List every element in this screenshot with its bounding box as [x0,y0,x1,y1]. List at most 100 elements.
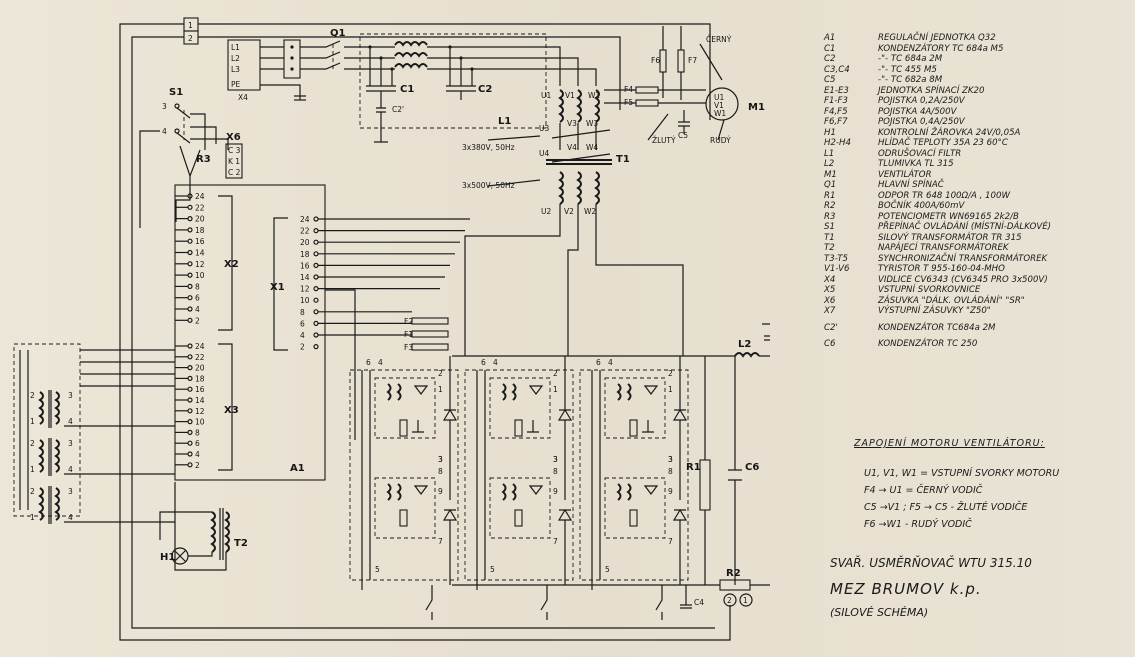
svg-text:2: 2 [727,596,732,605]
pin [187,227,193,233]
svg-text:7: 7 [438,537,443,546]
terminal-2-label: 2 [188,34,193,43]
legend-key: T1 [824,232,835,243]
pin [187,375,193,381]
svg-text:6: 6 [366,358,371,367]
legend-key: C3,C4 [824,64,850,75]
legend-key: X5 [824,285,836,295]
svg-text:F2: F2 [404,317,413,326]
pin [187,386,193,392]
legend-key: R2 [824,201,836,211]
svg-text:C 3: C 3 [228,146,241,155]
legend-value: ODRUŠOVACÍ FILTR [878,148,962,159]
legend-value: POJISTKA 0,4A/250V [878,117,965,127]
pin [187,272,193,278]
legend-value: VIDLICE CV6343 (CV6345 PRO 3x500V) [878,274,1048,285]
q1-main-switch: Q1 [300,28,360,70]
svg-text:U2: U2 [541,207,551,216]
x1-pin-label: 20 [300,238,310,247]
svg-text:V1: V1 [714,101,724,110]
svg-text:C4: C4 [694,598,704,607]
pin-label: 4 [195,305,200,314]
svg-text:4: 4 [493,358,498,367]
terminal-box-1-2: 1 2 [183,17,199,45]
x1-pin-label: 4 [300,331,305,340]
svg-text:W1: W1 [588,91,600,100]
svg-text:F6: F6 [651,56,660,65]
legend-key: E1-E3 [824,85,849,96]
svg-text:K 1: K 1 [228,157,240,166]
svg-text:1: 1 [30,513,35,522]
svg-text:4: 4 [68,513,73,522]
title-line-3: (SILOVÉ SCHÉMA) [830,606,929,619]
legend-value: ZÁSUVKA "DÁLK. OVLÁDÁNÍ" "SR" [878,295,1025,306]
svg-text:3: 3 [438,455,443,464]
legend-value: VSTUPNÍ SVORKOVNICE [878,285,981,295]
pin [187,397,193,403]
svg-text:Q1: Q1 [330,28,346,39]
output-circuit: L2 C3 X7 + R1 C6 R2 − 2 1 C4 [452,323,770,609]
pin [187,306,193,312]
svg-text:6: 6 [481,358,486,367]
svg-text:A1: A1 [290,463,305,474]
l1-filter: L1 C1 C2' C2 [359,33,547,143]
legend-row: C5 -"- TC 682a 8M [824,75,1134,86]
legend-key: X4 [824,274,836,285]
legend-value: ODPOR TR 648 100Ω/A , 100W [878,190,1010,201]
legend-key: Q1 [824,180,837,190]
x1-pin-label: 12 [300,285,310,294]
legend-value: NAPÁJECÍ TRANSFORMÁTOREK [878,243,1009,253]
legend-key: M1 [824,169,837,180]
fuses-f1-f3: F2 F1 F3 [404,317,449,352]
motor-note-line: F4 → U1 = ČERNÝ VODIČ [864,485,983,496]
pin [187,429,193,435]
svg-text:4: 4 [378,358,383,367]
s1-selector-switch: S1 3 4 R3 [139,87,229,228]
svg-text:C 2: C 2 [228,168,241,177]
pin-label: 2 [195,461,200,470]
svg-text:R2: R2 [726,568,741,579]
legend-key: A1 [824,33,836,43]
x1-pin-label: 18 [300,250,310,259]
legend-value: SYNCHRONIZAČNÍ TRANSFORMÁTOREK [878,253,1048,264]
pin [187,451,193,457]
t2-and-h1: T2 H1 [159,482,248,571]
title-line-2: MEZ BRUMOV k.p. [830,580,982,598]
svg-text:W3: W3 [586,119,598,128]
x1-pin [313,297,319,303]
svg-text:L1: L1 [498,116,511,127]
legend-key: R3 [824,211,836,222]
svg-text:1: 1 [668,385,673,394]
x1-pin [313,216,319,222]
legend-key: C5 [824,75,836,85]
legend-value: POJISTKA 0,2A/250V [878,96,965,106]
x1-pin-label: 2 [300,343,305,352]
legend-value: HLÍDAČ TEPLOTY 35A 23 60°C [878,138,1008,148]
legend-value: -"- TC 455 M5 [878,64,937,75]
svg-text:C2: C2 [478,84,492,95]
pin-label: 10 [195,271,205,280]
svg-text:V2: V2 [564,207,574,216]
pin-label: 22 [195,203,205,212]
svg-text:U1: U1 [714,93,724,102]
legend-row: X4 VIDLICE CV6343 (CV6345 PRO 3x500V) [824,275,1134,286]
svg-text:R3: R3 [196,154,211,165]
pin-label: 8 [195,428,200,437]
svg-text:9: 9 [553,487,558,496]
pin [187,261,193,267]
legend-key: L1 [824,148,835,159]
pin-label: 6 [195,439,200,448]
